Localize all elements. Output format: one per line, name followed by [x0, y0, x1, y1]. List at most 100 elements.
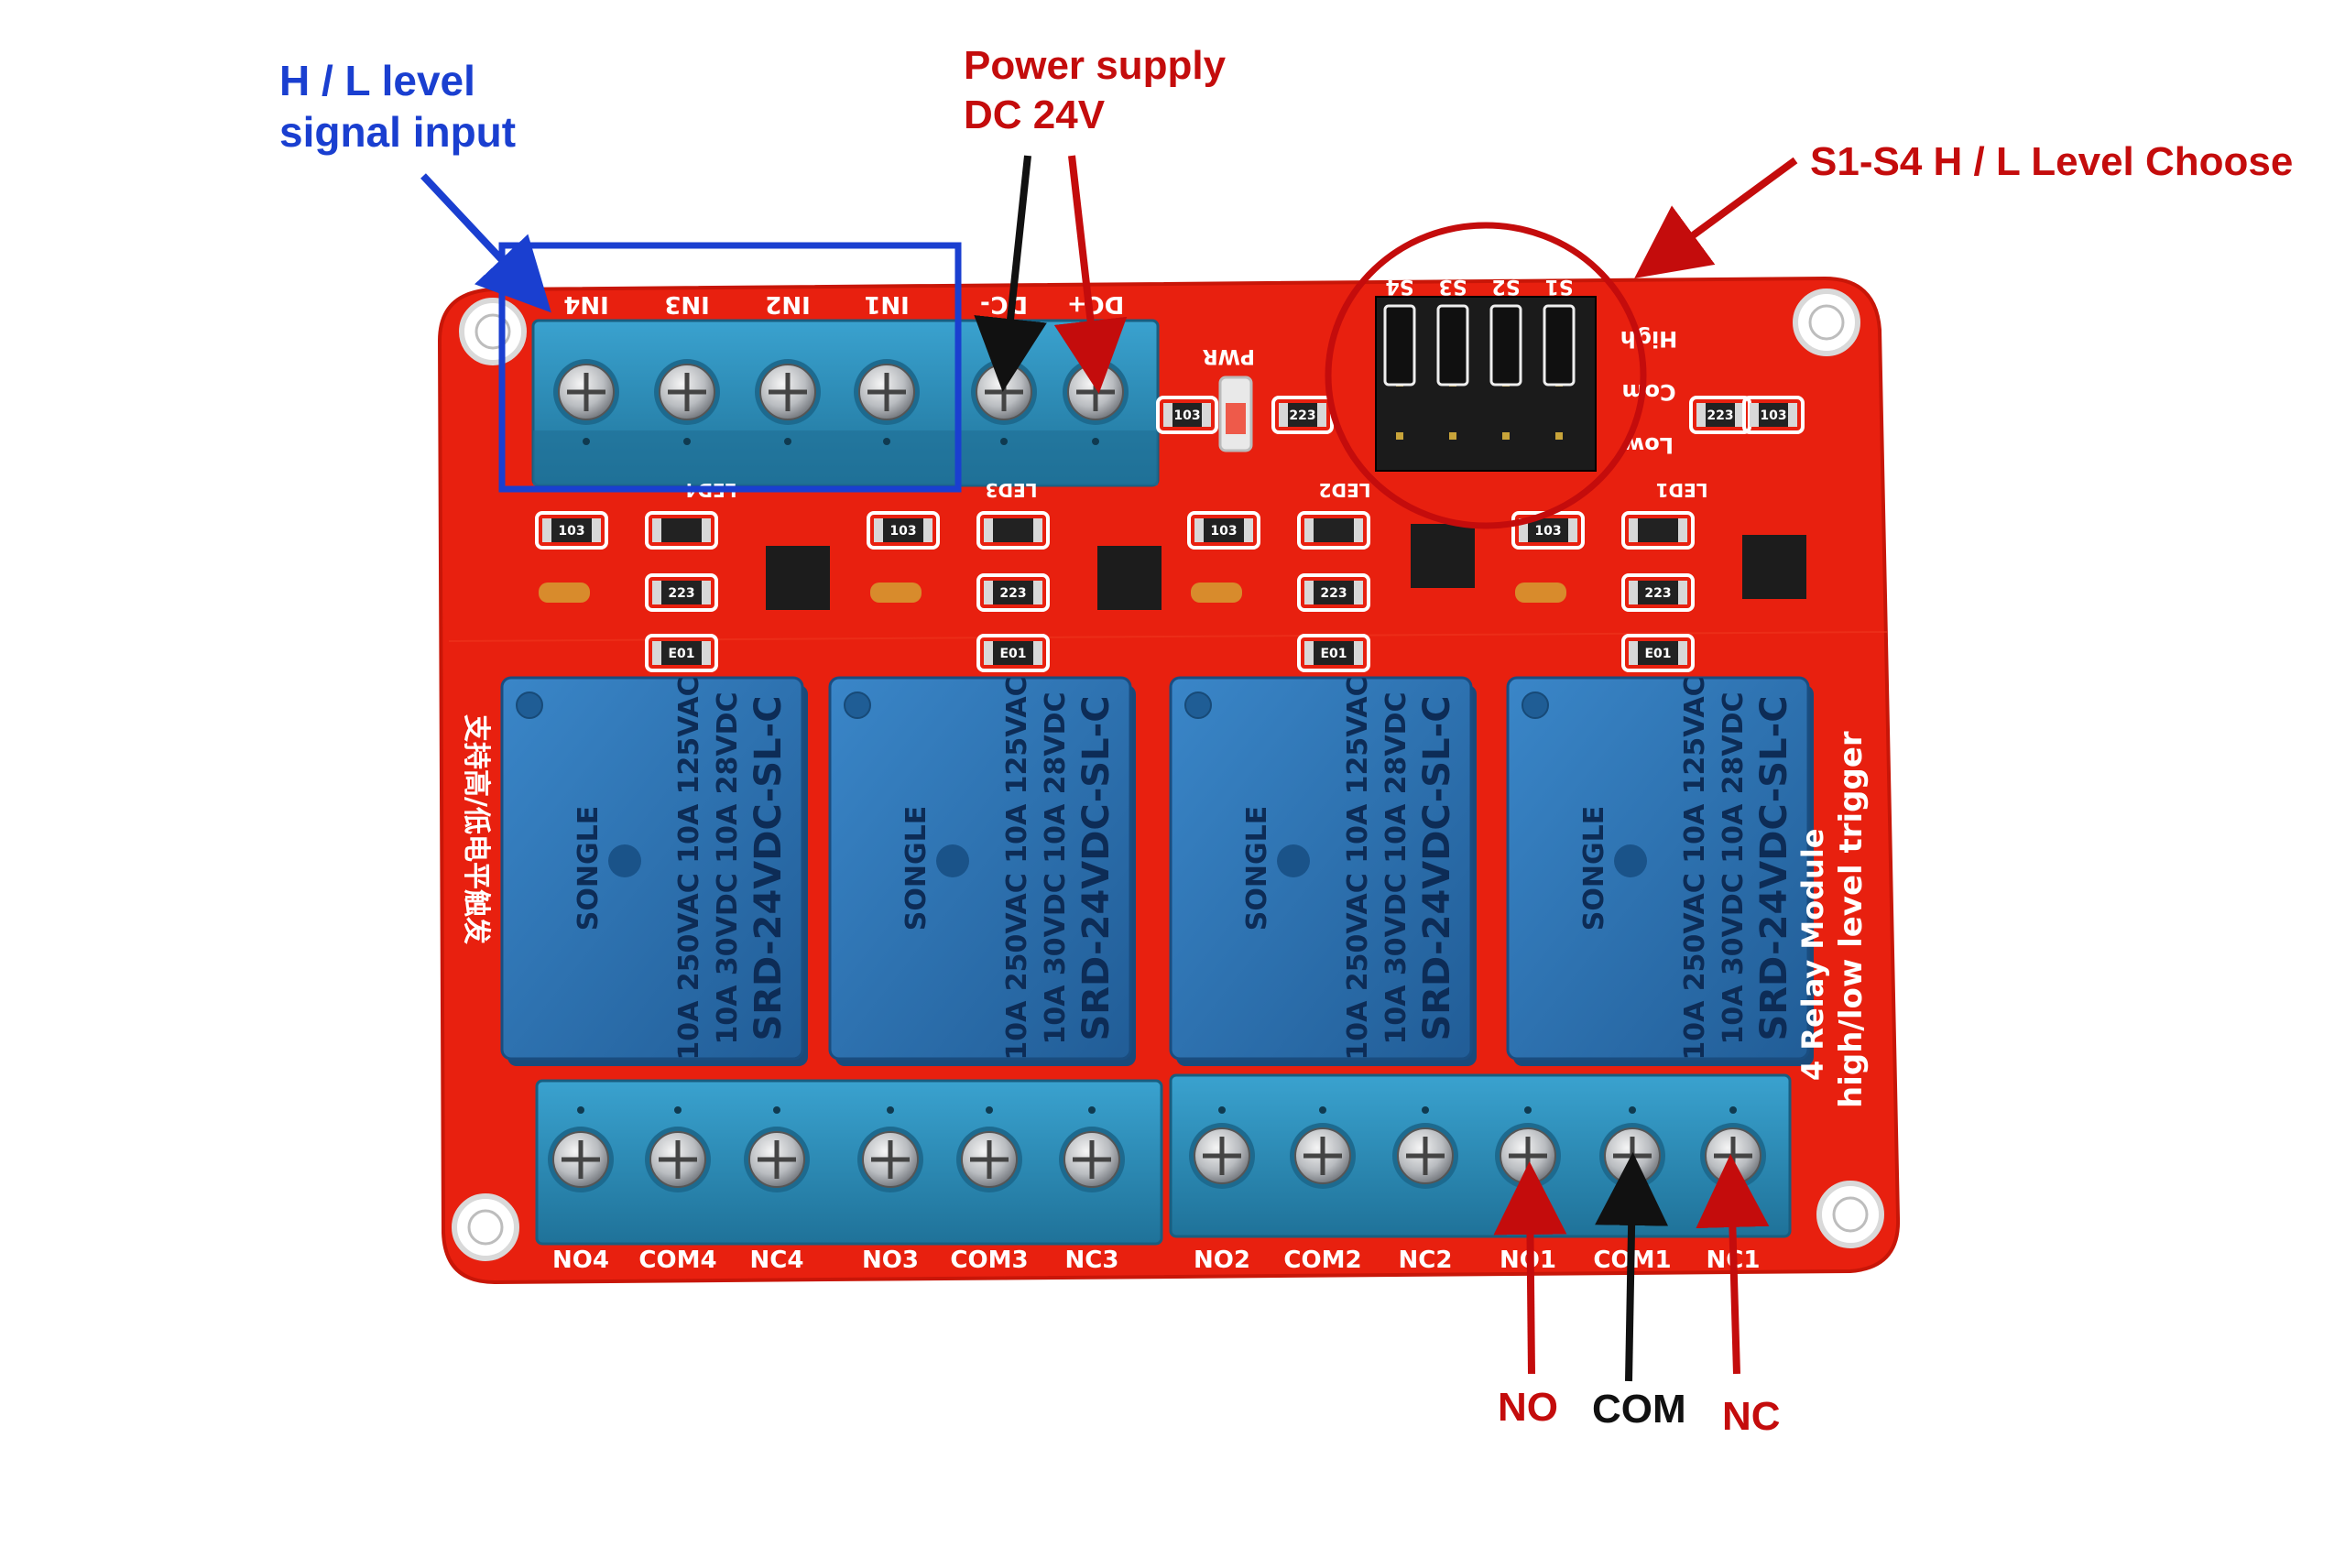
input-terminal-label: IN1 [864, 290, 910, 318]
led-3 [976, 511, 1050, 550]
svg-text:10A 250VAC 10A 125VAC: 10A 250VAC 10A 125VAC [1342, 676, 1374, 1060]
output-screw-nc4 [744, 1127, 810, 1192]
com-arrow [1595, 1152, 1669, 1382]
input-screw-in3 [654, 359, 720, 425]
no-annotation: NO [1498, 1385, 1558, 1430]
svg-text:SONGLE: SONGLE [1241, 806, 1273, 931]
jumper-row-label: Com [1621, 379, 1675, 405]
input-terminal-block [531, 319, 1160, 487]
output-screw-com2 [1290, 1123, 1356, 1189]
output-terminal-label: NO4 [552, 1247, 609, 1274]
svg-text:223: 223 [1320, 586, 1347, 601]
input-screw-in1 [854, 359, 920, 425]
led-label: LED2 [1319, 479, 1371, 501]
resistor-223-4: 223 [645, 573, 718, 612]
svg-text:103: 103 [1210, 524, 1237, 539]
dc-minus-arrow [974, 155, 1047, 392]
svg-text:103: 103 [1534, 524, 1561, 539]
resistor-103-4: 103 [535, 511, 608, 550]
resistor-223-2: 223 [1297, 573, 1370, 612]
resistor-e01-1: E01 [1621, 634, 1695, 672]
svg-text:103: 103 [1760, 408, 1786, 423]
svg-text:SRD-24VDC-SL-C: SRD-24VDC-SL-C [1753, 695, 1795, 1040]
power-annotation: Power supply DC 24V [964, 41, 1226, 139]
output-terminal-label: NO3 [862, 1247, 919, 1274]
output-screw-no2 [1189, 1123, 1255, 1189]
svg-text:E01: E01 [668, 647, 694, 661]
output-terminal-label: NC4 [750, 1247, 804, 1274]
power-line-1: Power supply [964, 43, 1227, 88]
resistor-103-top: 103 [1742, 396, 1805, 434]
output-terminal-label: COM4 [638, 1247, 716, 1274]
jumper-cap-4[interactable] [1543, 304, 1576, 387]
output-screw-nc1 [1700, 1123, 1766, 1189]
resistor-e01-4: E01 [645, 634, 718, 672]
svg-text:10A 30VDC 10A 28VDC: 10A 30VDC 10A 28VDC [1718, 691, 1750, 1044]
input-screw-in4 [553, 359, 619, 425]
svg-text:E01: E01 [1644, 647, 1671, 661]
resistor-103-pwr: 103 [1156, 396, 1218, 434]
svg-text:SONGLE: SONGLE [573, 806, 605, 931]
output-screw-com4 [645, 1127, 711, 1192]
svg-text:SRD-24VDC-SL-C: SRD-24VDC-SL-C [747, 695, 790, 1040]
svg-text:10A 250VAC 10A 125VAC: 10A 250VAC 10A 125VAC [673, 676, 705, 1060]
output-terminal-label: COM3 [950, 1247, 1028, 1274]
led-4 [645, 511, 718, 550]
svg-text:E01: E01 [999, 647, 1026, 661]
jumper-header [1375, 296, 1597, 472]
hl-input-annotation: H / L level signal input [279, 55, 516, 158]
svg-text:10A 30VDC 10A 28VDC: 10A 30VDC 10A 28VDC [1040, 691, 1072, 1044]
svg-text:223: 223 [1644, 586, 1671, 601]
side-text-0: 4 Relay Module [1795, 828, 1830, 1081]
input-terminal-label: DC+ [1067, 290, 1124, 318]
svg-text:10A 30VDC 10A 28VDC: 10A 30VDC 10A 28VDC [1380, 691, 1412, 1044]
jumper-cap-3[interactable] [1489, 304, 1522, 387]
hl-input-line-1: H / L level [279, 57, 475, 104]
nc-arrow [1696, 1154, 1770, 1375]
output-screw-no3 [857, 1127, 923, 1192]
jumper-cap-2[interactable] [1436, 304, 1469, 387]
signal-input-highlight [498, 242, 962, 493]
output-terminal-label: NC3 [1065, 1247, 1119, 1274]
optocouplers [766, 524, 1806, 610]
input-terminal-label: IN4 [563, 290, 609, 318]
output-terminal-label: COM2 [1283, 1247, 1361, 1274]
output-screw-com3 [956, 1127, 1022, 1192]
input-screw-dcminus [971, 359, 1037, 425]
output-screw-com1 [1599, 1123, 1665, 1189]
svg-text:103: 103 [889, 524, 916, 539]
pwr-label: PWR [1203, 344, 1255, 367]
output-screw-nc3 [1059, 1127, 1125, 1192]
resistor-e01-2: E01 [1297, 634, 1370, 672]
jumper-label: S4 [1385, 275, 1413, 298]
resistor-223-top: 223 [1689, 396, 1751, 434]
svg-text:10A 30VDC 10A 28VDC: 10A 30VDC 10A 28VDC [712, 691, 744, 1044]
jumper-label: S1 [1544, 275, 1573, 298]
svg-text:SRD-24VDC-SL-C: SRD-24VDC-SL-C [1416, 695, 1458, 1040]
output-terminal-block [535, 1073, 1792, 1246]
input-terminal-label: IN3 [664, 290, 710, 318]
svg-text:103: 103 [1173, 408, 1200, 423]
level-choose-annotation: S1-S4 H / L Level Choose [1810, 139, 2294, 184]
jumper-highlight-circle [1325, 222, 1647, 529]
svg-text:SONGLE: SONGLE [900, 806, 933, 931]
jumper-cap-1[interactable] [1383, 304, 1416, 387]
input-terminal-label: IN2 [765, 290, 811, 318]
input-screw-dcplus [1063, 359, 1129, 425]
input-screw-in2 [755, 359, 821, 425]
svg-text:103: 103 [558, 524, 584, 539]
led-label: LED1 [1656, 479, 1708, 501]
svg-text:223: 223 [999, 586, 1026, 601]
svg-text:223: 223 [1707, 408, 1733, 423]
jumper-label: S2 [1491, 275, 1520, 298]
output-terminal-label: NO2 [1194, 1247, 1250, 1274]
output-screw-no4 [548, 1127, 614, 1192]
svg-text:10A 250VAC 10A 125VAC: 10A 250VAC 10A 125VAC [1679, 676, 1711, 1060]
side-text-1: high/low level trigger [1833, 731, 1870, 1108]
svg-text:SONGLE: SONGLE [1578, 806, 1610, 931]
